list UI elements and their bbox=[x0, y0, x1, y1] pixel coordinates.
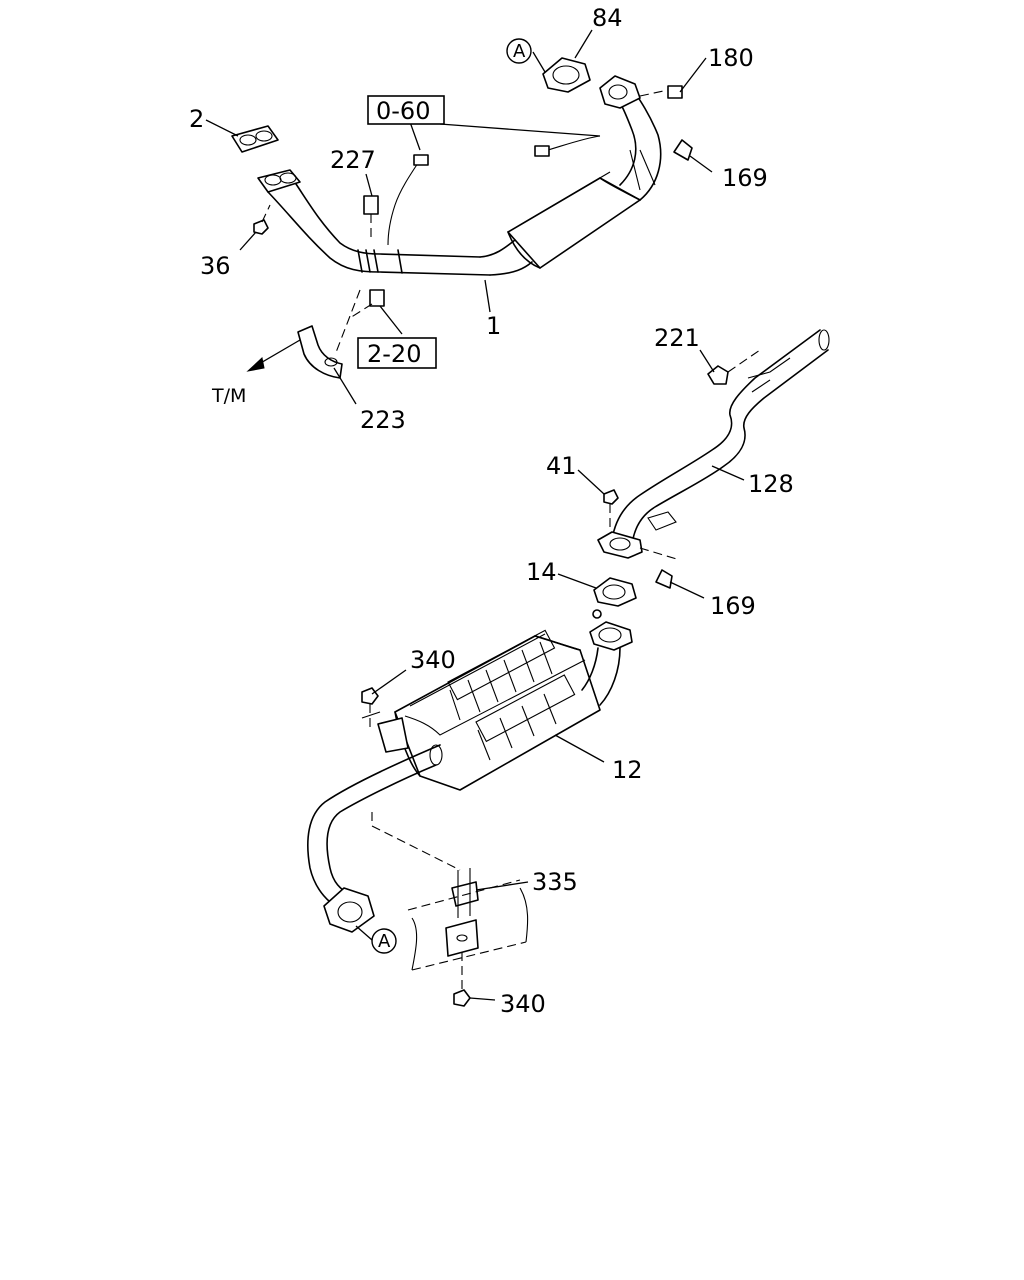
leader-lines bbox=[205, 29, 745, 1001]
gasket-14 bbox=[592, 577, 637, 619]
callout-128: 128 bbox=[748, 470, 794, 498]
callout-180: 180 bbox=[708, 44, 754, 72]
bolt-227 bbox=[363, 195, 379, 240]
nut-340-top bbox=[361, 687, 379, 730]
callout-12: 12 bbox=[612, 756, 643, 784]
hanger-335 bbox=[371, 812, 529, 990]
hanger-169-top bbox=[673, 139, 693, 161]
hanger-221 bbox=[707, 349, 761, 385]
reference-box-0-60: 0-60 bbox=[367, 95, 445, 125]
gasket-2 bbox=[231, 125, 279, 153]
callout-1: 1 bbox=[486, 312, 501, 340]
o2-sensor-harness bbox=[387, 121, 601, 246]
nut-340-bottom bbox=[453, 989, 471, 1007]
reference-box-2-20: 2-20 bbox=[357, 337, 437, 369]
tm-direction-arrow bbox=[246, 339, 301, 372]
callout-41: 41 bbox=[546, 452, 577, 480]
front-pipe-assembly bbox=[257, 75, 662, 276]
gasket-84 bbox=[542, 57, 591, 93]
marker-a-top-text: A bbox=[513, 41, 526, 62]
callout-84: 84 bbox=[592, 4, 623, 32]
callout-221: 221 bbox=[654, 324, 700, 352]
bolt-180 bbox=[639, 85, 683, 99]
marker-a-bottom-text: A bbox=[378, 931, 391, 952]
callout-223: 223 bbox=[360, 406, 406, 434]
muffler-12 bbox=[307, 621, 633, 933]
bracket-223 bbox=[297, 289, 385, 379]
callout-labels: 84 180 2 227 169 36 1 221 223 41 128 14 … bbox=[189, 4, 794, 1018]
callout-227: 227 bbox=[330, 146, 376, 174]
callout-169-bottom: 169 bbox=[710, 592, 756, 620]
callout-14: 14 bbox=[526, 558, 557, 586]
marker-a-top: A bbox=[506, 38, 532, 64]
tm-label: T/M bbox=[211, 385, 246, 407]
center-pipe-128 bbox=[597, 329, 830, 561]
marker-a-bottom: A bbox=[371, 928, 397, 954]
callout-340-top: 340 bbox=[410, 646, 456, 674]
ref-0-60: 0-60 bbox=[376, 97, 430, 125]
callout-36: 36 bbox=[200, 252, 231, 280]
nut-41 bbox=[603, 489, 619, 530]
callout-169-top: 169 bbox=[722, 164, 768, 192]
ref-2-20: 2-20 bbox=[367, 340, 421, 368]
nut-36 bbox=[253, 204, 271, 235]
callout-335: 335 bbox=[532, 868, 578, 896]
callout-340-bottom: 340 bbox=[500, 990, 546, 1018]
hanger-169-bottom bbox=[655, 569, 673, 589]
callout-2: 2 bbox=[189, 105, 204, 133]
